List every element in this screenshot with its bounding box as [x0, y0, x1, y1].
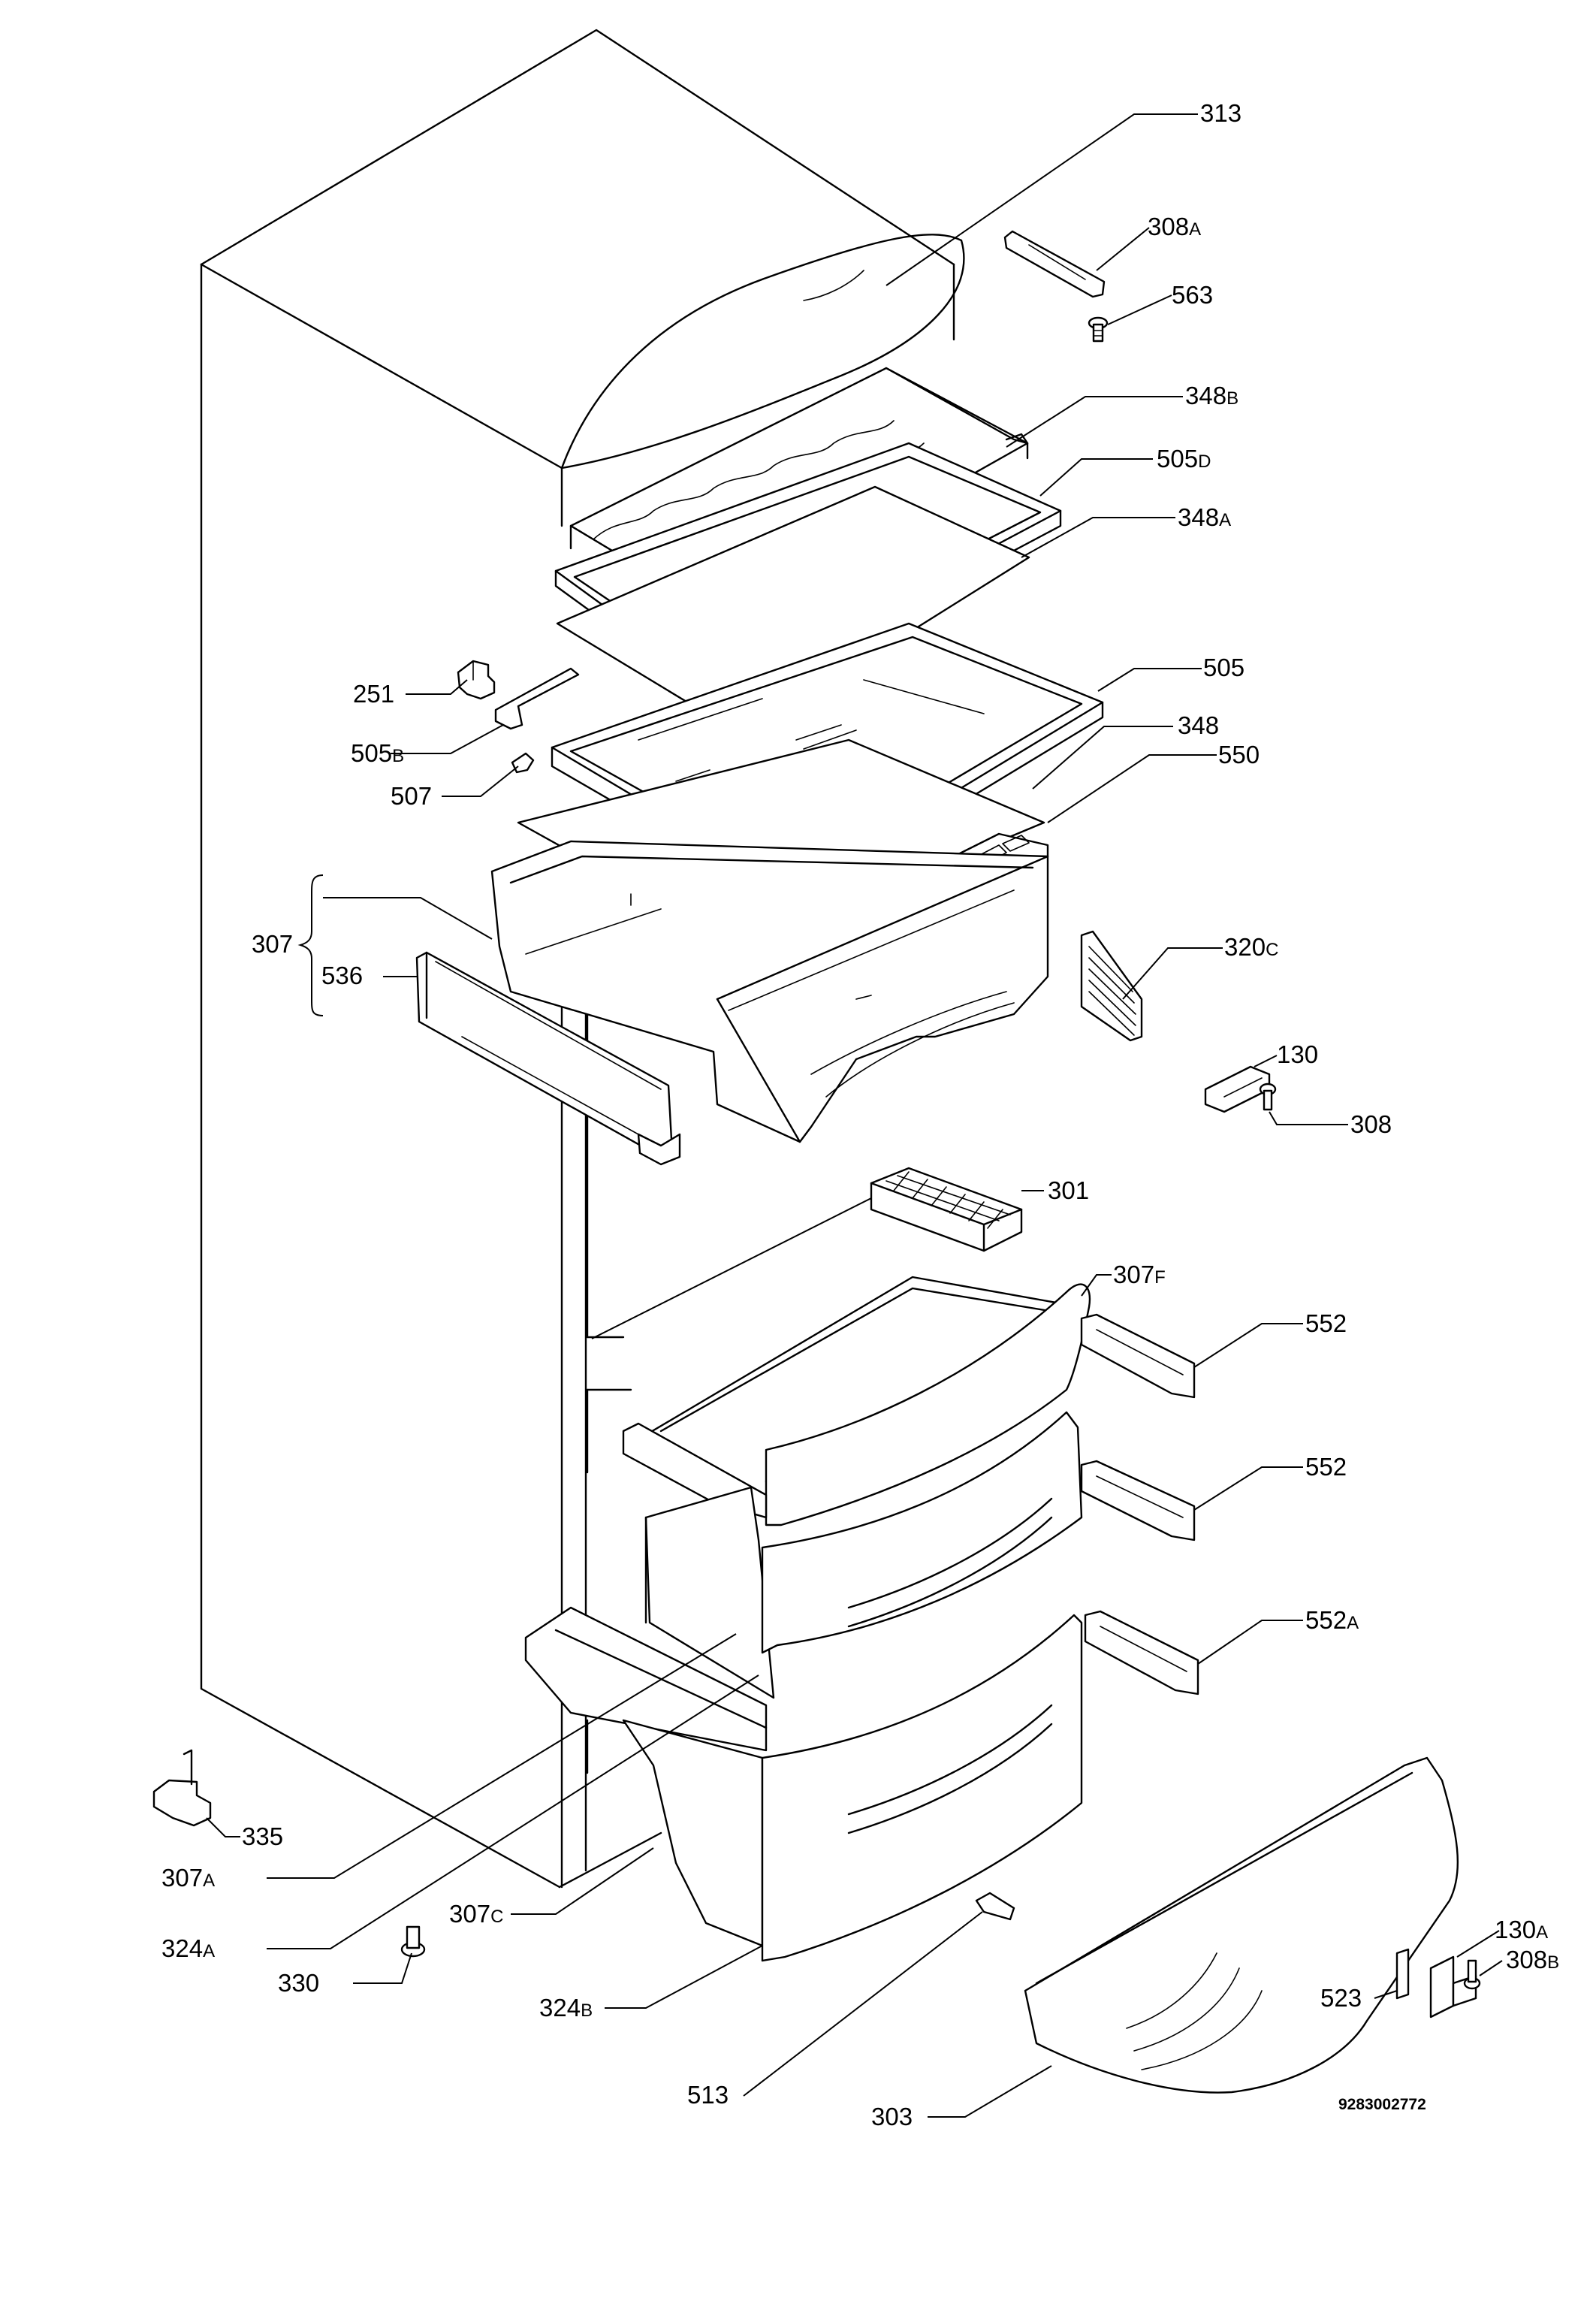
part-308b-pin [1463, 1959, 1481, 1990]
drawing-code: 9283002772 [1338, 2096, 1426, 2113]
part-251-clip [457, 660, 496, 700]
part-536-flap [415, 951, 681, 1166]
leader-lines [206, 113, 1503, 2118]
callout-505: 505 [1203, 654, 1245, 681]
callout-505d: 505D [1157, 445, 1211, 473]
callout-307f: 307F [1113, 1261, 1166, 1288]
callout-303: 303 [871, 2103, 913, 2130]
part-552-rail-top [1080, 1313, 1196, 1399]
callout-130a: 130A [1495, 1916, 1548, 1943]
part-523-plate [1395, 1948, 1410, 2000]
callout-130: 130 [1277, 1040, 1318, 1068]
callout-348b: 348B [1185, 382, 1238, 409]
callout-507: 507 [391, 782, 432, 810]
part-320c-vent [1080, 930, 1143, 1042]
callout-536: 536 [321, 962, 363, 989]
callout-552a: 552A [1305, 1606, 1359, 1634]
cabinet-outline [200, 29, 965, 1889]
part-335-hinge-bracket [152, 1749, 212, 1827]
callout-330: 330 [278, 1969, 319, 1997]
part-307f-drawer-front [765, 1283, 1091, 1526]
part-130a-hinge [1429, 1955, 1477, 2019]
part-505b-rail [494, 667, 580, 730]
callout-307a: 307A [161, 1864, 215, 1892]
callout-523: 523 [1320, 1984, 1362, 2012]
part-308a-bracket [1003, 230, 1106, 298]
part-middle-drawer [622, 1411, 1083, 1699]
callout-labels: 313 308A 563 348B 505D 348A 251 505 505B… [161, 99, 1559, 2130]
callout-307c: 307C [449, 1900, 503, 1928]
callout-552-middle: 552 [1305, 1453, 1347, 1481]
callout-552-top: 552 [1305, 1309, 1347, 1337]
bracket-307 [297, 874, 324, 1016]
part-bottom-drawer [524, 1606, 1083, 1962]
callout-505b: 505B [351, 739, 404, 767]
callout-324b: 324B [539, 1994, 593, 2022]
callout-335: 335 [242, 1822, 283, 1850]
part-308-pin [1259, 1083, 1277, 1111]
callout-320c: 320C [1224, 933, 1278, 961]
callout-513: 513 [687, 2081, 729, 2109]
callout-324a: 324A [161, 1934, 215, 1962]
part-552a-rail-bottom [1084, 1610, 1199, 1695]
part-513-clip [975, 1892, 1015, 1921]
callout-301: 301 [1048, 1176, 1089, 1204]
callout-308b: 308B [1506, 1946, 1559, 1973]
callout-348a: 348A [1178, 503, 1231, 531]
part-303-door-bin [1024, 1756, 1459, 2094]
part-348a-glass-pane [556, 485, 1030, 738]
part-301-ice-tray [870, 1167, 1023, 1252]
callout-348: 348 [1178, 711, 1219, 739]
part-307-compartment [490, 840, 1049, 1143]
callout-308a: 308A [1148, 213, 1201, 240]
part-563-screw [1088, 316, 1109, 343]
callout-308: 308 [1350, 1110, 1392, 1138]
callout-251: 251 [353, 680, 394, 708]
callout-313: 313 [1200, 99, 1242, 127]
callout-563: 563 [1172, 281, 1213, 309]
callout-550: 550 [1218, 741, 1260, 768]
part-330-foot [400, 1925, 426, 1958]
callout-307: 307 [252, 930, 293, 958]
part-552-rail-middle [1080, 1460, 1196, 1541]
